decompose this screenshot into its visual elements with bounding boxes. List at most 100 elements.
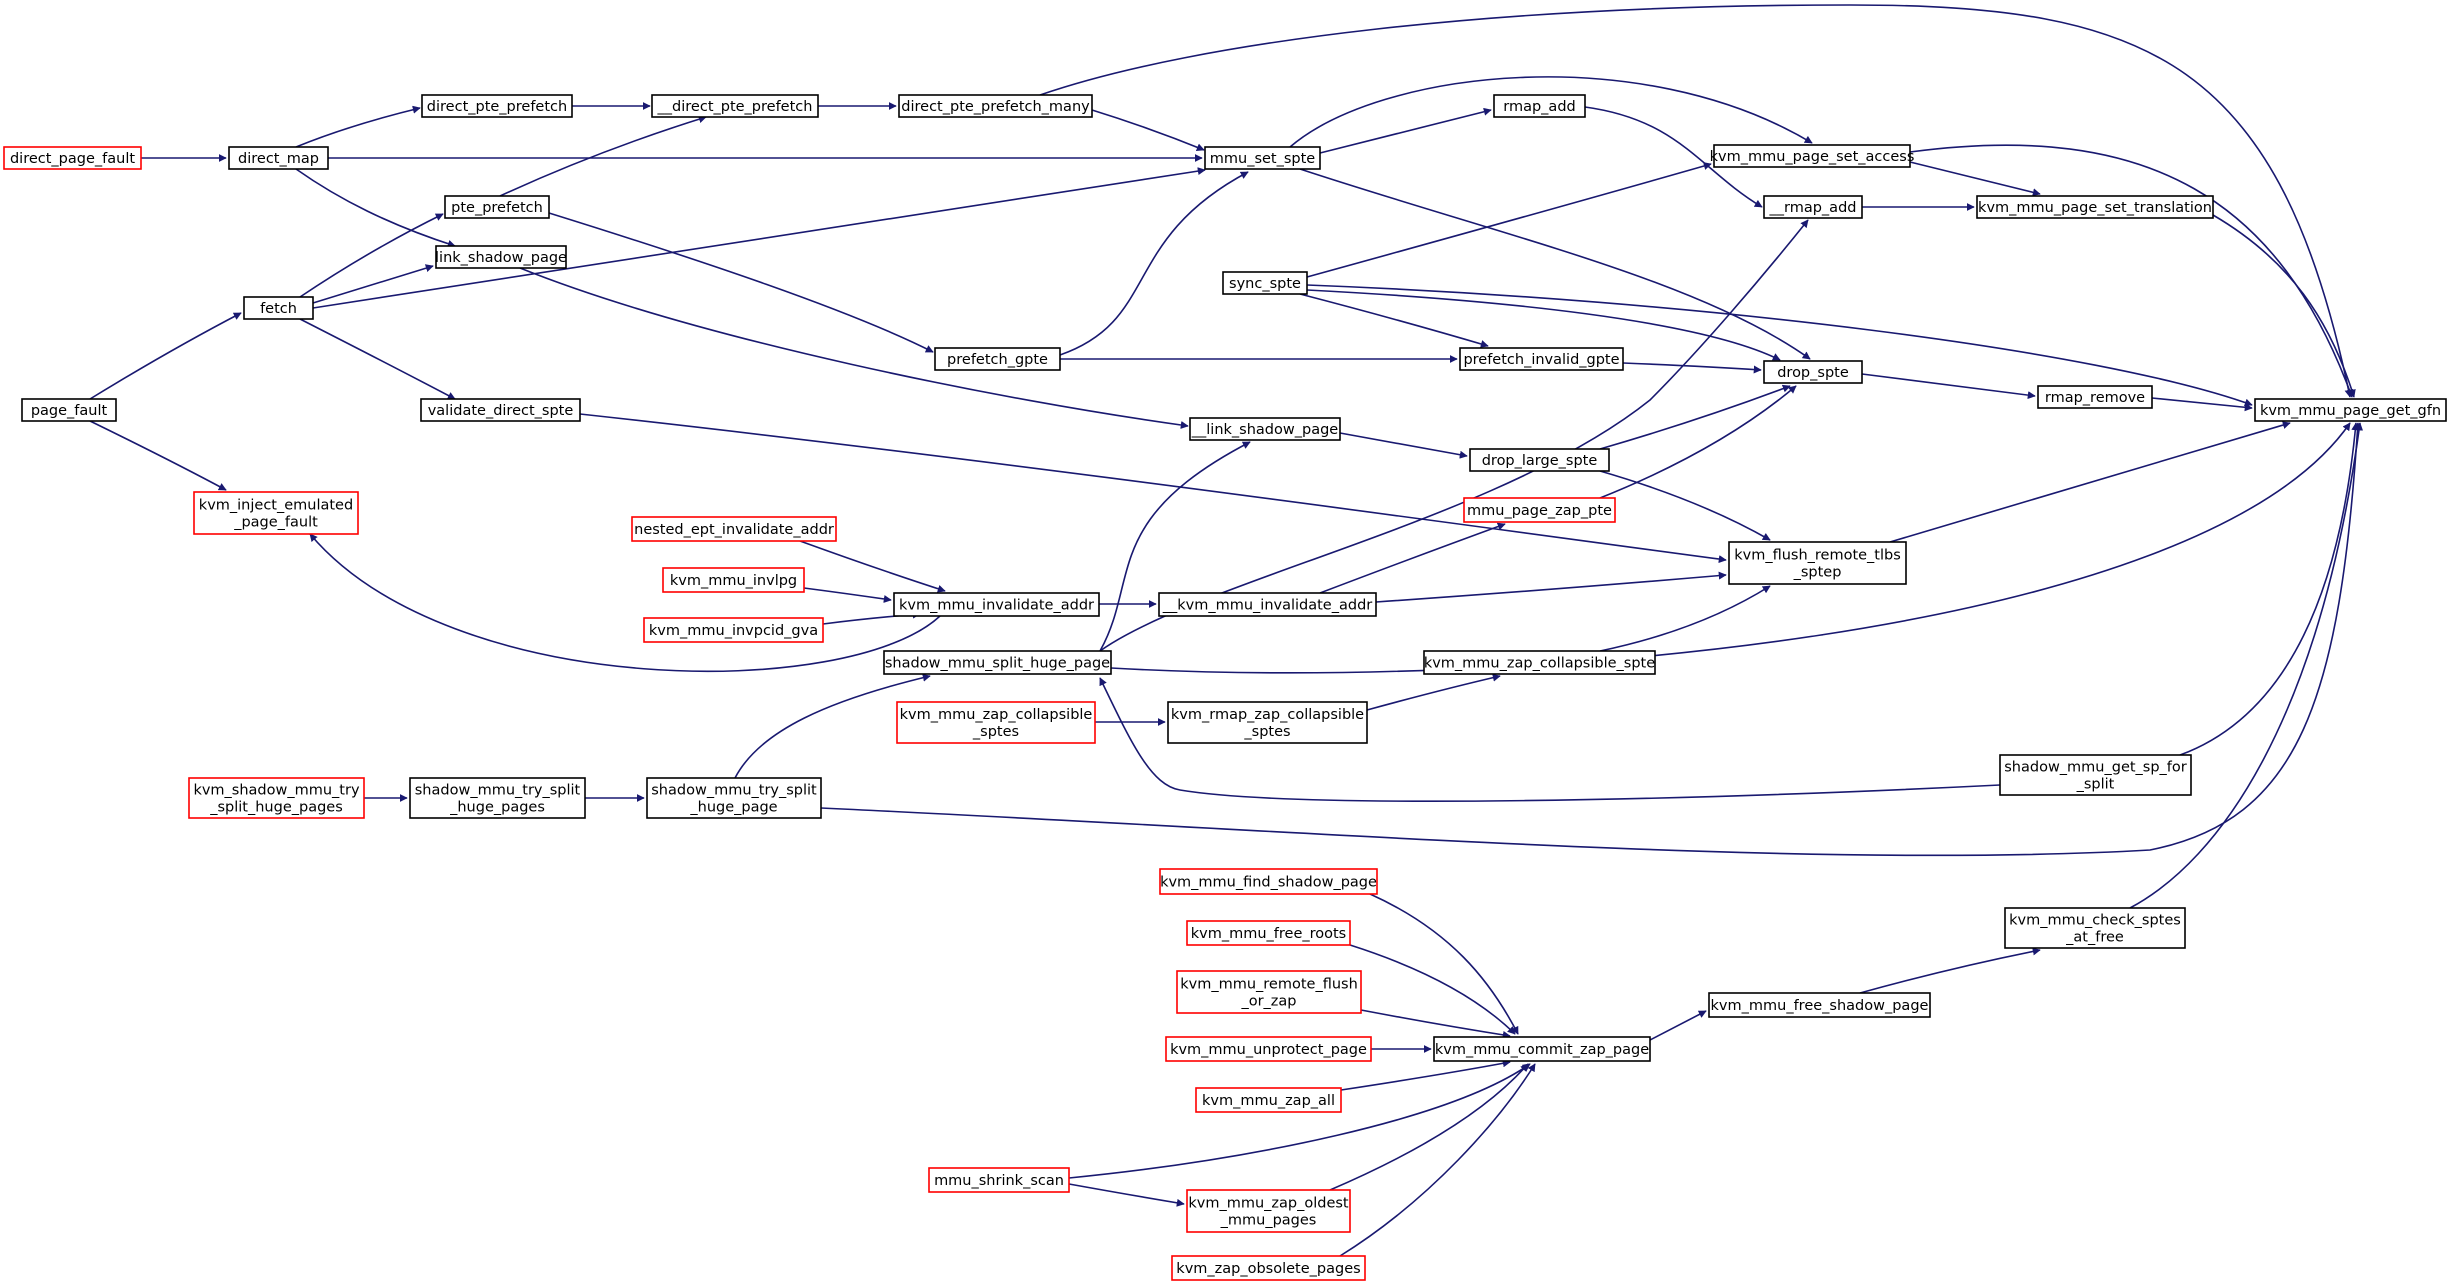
node-direct_map[interactable]: direct_map: [228, 146, 329, 170]
node-kvm_mmu_zap_collapsible_sptes[interactable]: kvm_mmu_zap_collapsible_sptes: [896, 701, 1096, 744]
node-rmap_add[interactable]: rmap_add: [1493, 94, 1586, 118]
node-kvm_mmu_invlpg[interactable]: kvm_mmu_invlpg: [662, 567, 805, 593]
node-label: shadow_mmu_get_sp_for: [2004, 760, 2187, 776]
node-kvm_mmu_remote_flush_or_zap[interactable]: kvm_mmu_remote_flush_or_zap: [1176, 970, 1362, 1014]
node-mmu_set_spte[interactable]: mmu_set_spte: [1204, 146, 1321, 170]
node-label: mmu_page_zap_pte: [1467, 503, 1612, 519]
node-label: kvm_mmu_zap_all: [1202, 1093, 1335, 1109]
node-label: fetch: [260, 301, 297, 317]
node-fetch[interactable]: fetch: [243, 296, 314, 320]
node-kvm_mmu_free_roots[interactable]: kvm_mmu_free_roots: [1186, 920, 1351, 946]
node-label: kvm_mmu_unprotect_page: [1170, 1042, 1367, 1058]
edge-direct_pte_prefetch_many-to-mmu_set_spte: [1091, 109, 1205, 151]
edge-fetch-to-link_shadow_page: [312, 264, 434, 304]
node-label: _huge_pages: [449, 800, 545, 816]
edge-prefetch_invalid_gpte-to-drop_spte: [1622, 362, 1762, 374]
node-direct_pte_prefetch_many[interactable]: direct_pte_prefetch_many: [898, 94, 1093, 118]
node-box: [1204, 146, 1321, 170]
node-box: [1433, 1036, 1651, 1062]
node-__rmap_add[interactable]: __rmap_add: [1763, 195, 1863, 219]
node-box: [193, 491, 359, 535]
node-label: _mmu_pages: [1220, 1213, 1317, 1229]
node-kvm_mmu_commit_zap_page[interactable]: kvm_mmu_commit_zap_page: [1433, 1036, 1651, 1062]
edge-shadow_mmu_get_sp_for_split-to-kvm_mmu_page_get_gfn: [2179, 422, 2360, 756]
node-pte_prefetch[interactable]: pte_prefetch: [444, 195, 550, 219]
node-kvm_mmu_zap_oldest_mmu_pages[interactable]: kvm_mmu_zap_oldest_mmu_pages: [1186, 1189, 1351, 1233]
node-box: [21, 398, 117, 422]
node-link_shadow_page[interactable]: link_shadow_page: [435, 245, 567, 269]
edge-shadow_mmu_try_split_huge_page-to-shadow_mmu_split_huge_page: [734, 673, 931, 779]
edge-sync_spte-to-kvm_mmu_page_set_access: [1306, 162, 1712, 278]
node-kvm_mmu_free_shadow_page[interactable]: kvm_mmu_free_shadow_page: [1708, 992, 1931, 1018]
node-shadow_mmu_get_sp_for_split[interactable]: shadow_mmu_get_sp_for_split: [1999, 754, 2192, 796]
node-label: __link_shadow_page: [1191, 422, 1339, 438]
node-shadow_mmu_split_huge_page[interactable]: shadow_mmu_split_huge_page: [883, 650, 1112, 675]
node-kvm_zap_obsolete_pages[interactable]: kvm_zap_obsolete_pages: [1171, 1255, 1366, 1281]
node-box: [883, 650, 1112, 675]
node-kvm_mmu_check_sptes_at_free[interactable]: kvm_mmu_check_sptes_at_free: [2004, 907, 2186, 949]
edge-kvm_mmu_zap_collapsible_spte-to-kvm_flush_remote_tlbs_sptep: [1599, 585, 1771, 652]
node-label: kvm_mmu_free_roots: [1191, 926, 1347, 942]
node-kvm_mmu_unprotect_page[interactable]: kvm_mmu_unprotect_page: [1165, 1036, 1372, 1062]
node-label: kvm_mmu_page_set_translation: [1978, 200, 2212, 216]
node-kvm_shadow_mmu_try_split_huge_pages[interactable]: kvm_shadow_mmu_try_split_huge_pages: [188, 777, 365, 819]
edge-direct_pte_prefetch_many-to-kvm_mmu_page_get_gfn: [1039, 4, 2353, 398]
node-box: [188, 777, 365, 819]
edge-kvm_mmu_zap_all-to-kvm_mmu_commit_zap_page: [1340, 1059, 1511, 1091]
node-label: _sptes: [1243, 724, 1290, 740]
node-box: [1463, 497, 1616, 523]
node-label: kvm_shadow_mmu_try: [193, 783, 360, 799]
node-kvm_flush_remote_tlbs_sptep[interactable]: kvm_flush_remote_tlbs_sptep: [1728, 541, 1907, 585]
node-page_fault[interactable]: page_fault: [21, 398, 117, 422]
node-rmap_remove[interactable]: rmap_remove: [2037, 385, 2153, 409]
edge-kvm_mmu_invlpg-to-kvm_mmu_invalidate_addr: [803, 587, 892, 603]
node-prefetch_gpte[interactable]: prefetch_gpte: [934, 347, 1061, 371]
node-box: [1763, 195, 1863, 219]
node-kvm_mmu_invpcid_gva[interactable]: kvm_mmu_invpcid_gva: [643, 617, 824, 643]
node-kvm_rmap_zap_collapsible_sptes[interactable]: kvm_rmap_zap_collapsible_sptes: [1167, 701, 1368, 744]
node-__direct_pte_prefetch[interactable]: __direct_pte_prefetch: [651, 94, 819, 118]
node-label: kvm_mmu_free_shadow_page: [1711, 998, 1929, 1014]
node-kvm_mmu_page_set_translation[interactable]: kvm_mmu_page_set_translation: [1976, 195, 2214, 219]
node-box: [1469, 448, 1610, 472]
node-shadow_mmu_try_split_huge_page[interactable]: shadow_mmu_try_split_huge_page: [646, 777, 822, 819]
node-kvm_mmu_invalidate_addr[interactable]: kvm_mmu_invalidate_addr: [893, 592, 1100, 617]
node-direct_page_fault[interactable]: direct_page_fault: [3, 146, 142, 170]
node-label: page_fault: [31, 403, 108, 419]
node-box: [1195, 1087, 1342, 1113]
edge-shadow_mmu_split_huge_page-to-kvm_mmu_page_get_gfn: [1110, 422, 2351, 674]
node-prefetch_invalid_gpte[interactable]: prefetch_invalid_gpte: [1459, 347, 1624, 371]
edge-drop_spte-to-rmap_remove: [1861, 373, 2036, 400]
node-box: [1976, 195, 2214, 219]
node-drop_large_spte[interactable]: drop_large_spte: [1469, 448, 1610, 472]
node-box: [646, 777, 822, 819]
node-label: _page_fault: [233, 515, 318, 531]
node-label: kvm_mmu_invlpg: [670, 573, 797, 589]
node-mmu_page_zap_pte[interactable]: mmu_page_zap_pte: [1463, 497, 1616, 523]
node-__kvm_mmu_invalidate_addr[interactable]: __kvm_mmu_invalidate_addr: [1158, 592, 1377, 617]
node-label: kvm_rmap_zap_collapsible: [1171, 707, 1364, 723]
node-kvm_mmu_page_get_gfn[interactable]: kvm_mmu_page_get_gfn: [2254, 398, 2447, 422]
node-kvm_mmu_zap_all[interactable]: kvm_mmu_zap_all: [1195, 1087, 1342, 1113]
node-kvm_mmu_find_shadow_page[interactable]: kvm_mmu_find_shadow_page: [1159, 868, 1378, 895]
node-box: [444, 195, 550, 219]
node-kvm_mmu_zap_collapsible_spte[interactable]: kvm_mmu_zap_collapsible_spte: [1423, 650, 1656, 675]
node-label: _sptes: [972, 724, 1019, 740]
node-kvm_inject_emulated_page_fault[interactable]: kvm_inject_emulated_page_fault: [193, 491, 359, 535]
nodes-layer: direct_page_fault direct_map direct_pte_pr…: [3, 94, 2447, 1281]
node-nested_ept_invalidate_addr[interactable]: nested_ept_invalidate_addr: [631, 516, 837, 542]
edge-kvm_zap_obsolete_pages-to-kvm_mmu_commit_zap_page: [1339, 1063, 1536, 1257]
node-validate_direct_spte[interactable]: validate_direct_spte: [420, 398, 581, 422]
node-label: kvm_mmu_zap_collapsible: [900, 707, 1093, 723]
node-sync_spte[interactable]: sync_spte: [1222, 271, 1308, 295]
node-__link_shadow_page[interactable]: __link_shadow_page: [1189, 417, 1341, 441]
node-box: [1176, 970, 1362, 1014]
node-direct_pte_prefetch[interactable]: direct_pte_prefetch: [421, 94, 573, 118]
node-kvm_mmu_page_set_access[interactable]: kvm_mmu_page_set_access: [1710, 144, 1915, 168]
edge-page_fault-to-kvm_inject_emulated_page_fault: [89, 420, 227, 491]
node-mmu_shrink_scan[interactable]: mmu_shrink_scan: [928, 1167, 1070, 1193]
node-drop_spte[interactable]: drop_spte: [1763, 360, 1863, 384]
node-box: [1186, 920, 1351, 946]
node-shadow_mmu_try_split_huge_pages[interactable]: shadow_mmu_try_split_huge_pages: [409, 777, 586, 819]
